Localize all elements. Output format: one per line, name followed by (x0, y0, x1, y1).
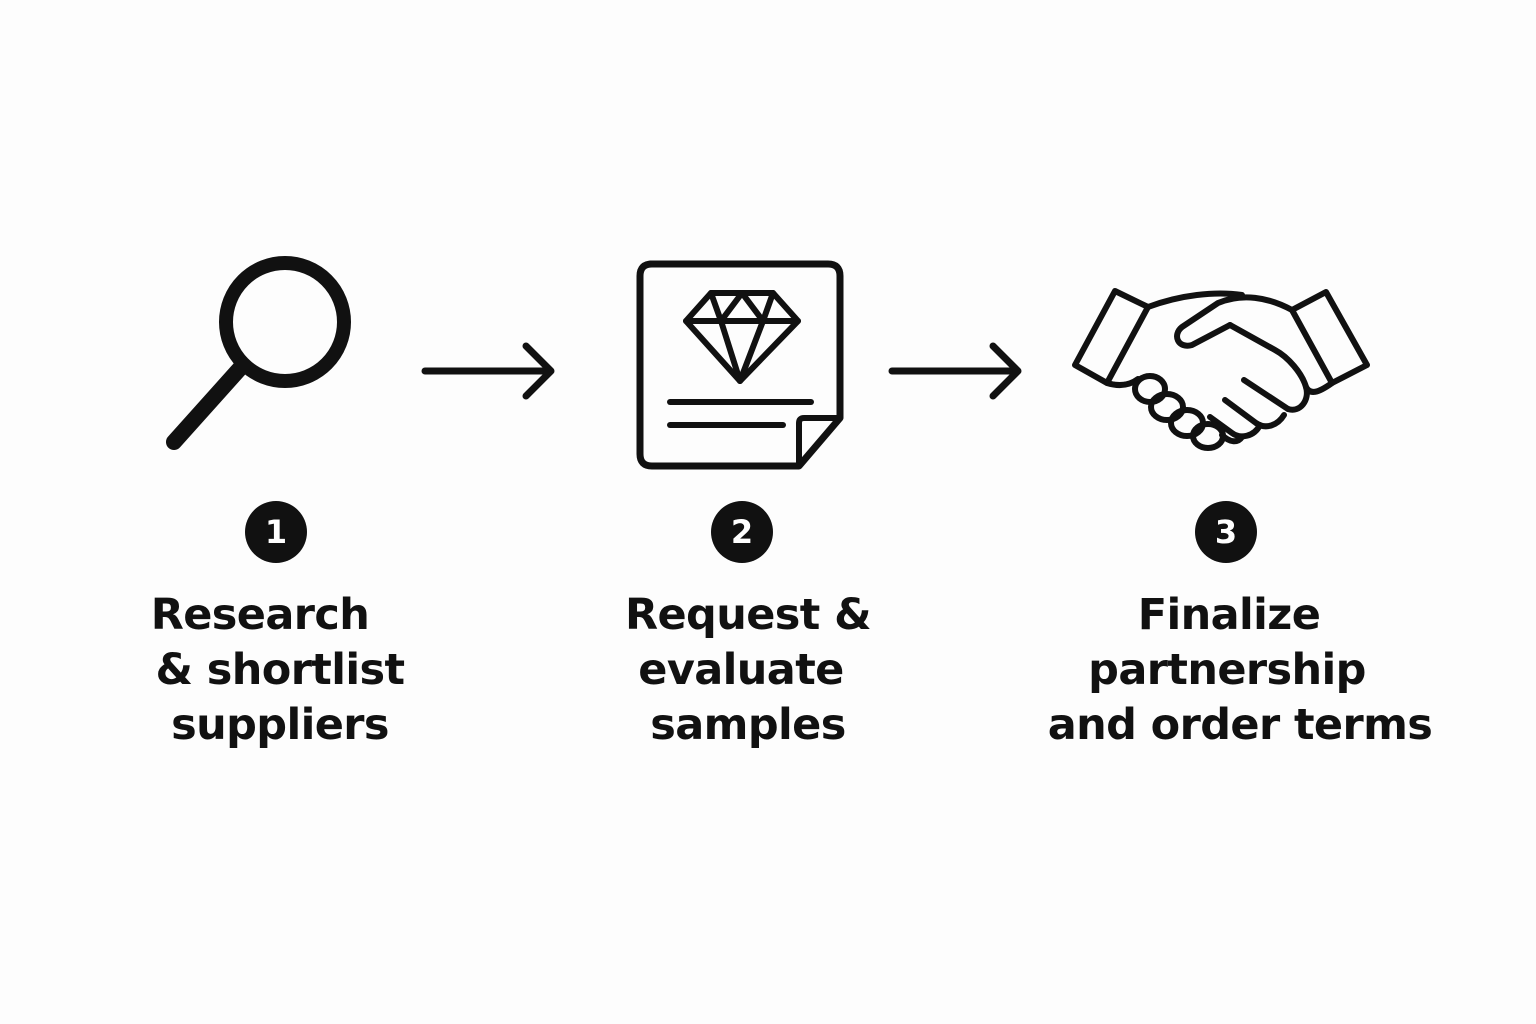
step-label: Research & shortlist suppliers (120, 588, 440, 753)
step-label-line: samples (650, 700, 846, 750)
step-label-line: evaluate (638, 645, 844, 695)
step-number-badge: 2 (711, 501, 773, 563)
step-number-badge: 1 (245, 501, 307, 563)
step-label-line: and order terms (1047, 700, 1433, 750)
step-label-line: partnership (1088, 645, 1366, 695)
arrow-right-icon (420, 340, 560, 402)
step-label-line: & shortlist (155, 645, 405, 695)
step-label-line: Request & (624, 590, 872, 640)
step-label-line: suppliers (171, 700, 389, 750)
step-number-badge: 3 (1195, 501, 1257, 563)
diamond-document-icon (636, 260, 848, 474)
magnifying-glass-icon (150, 250, 370, 470)
handshake-icon (1070, 285, 1375, 460)
step-label-line: Finalize (1137, 590, 1321, 640)
step-label-line: Research (150, 590, 370, 640)
step-label: Finalize partnership and order terms (1040, 588, 1440, 753)
step-label: Request & evaluate samples (588, 588, 908, 753)
arrow-right-icon (887, 340, 1027, 402)
